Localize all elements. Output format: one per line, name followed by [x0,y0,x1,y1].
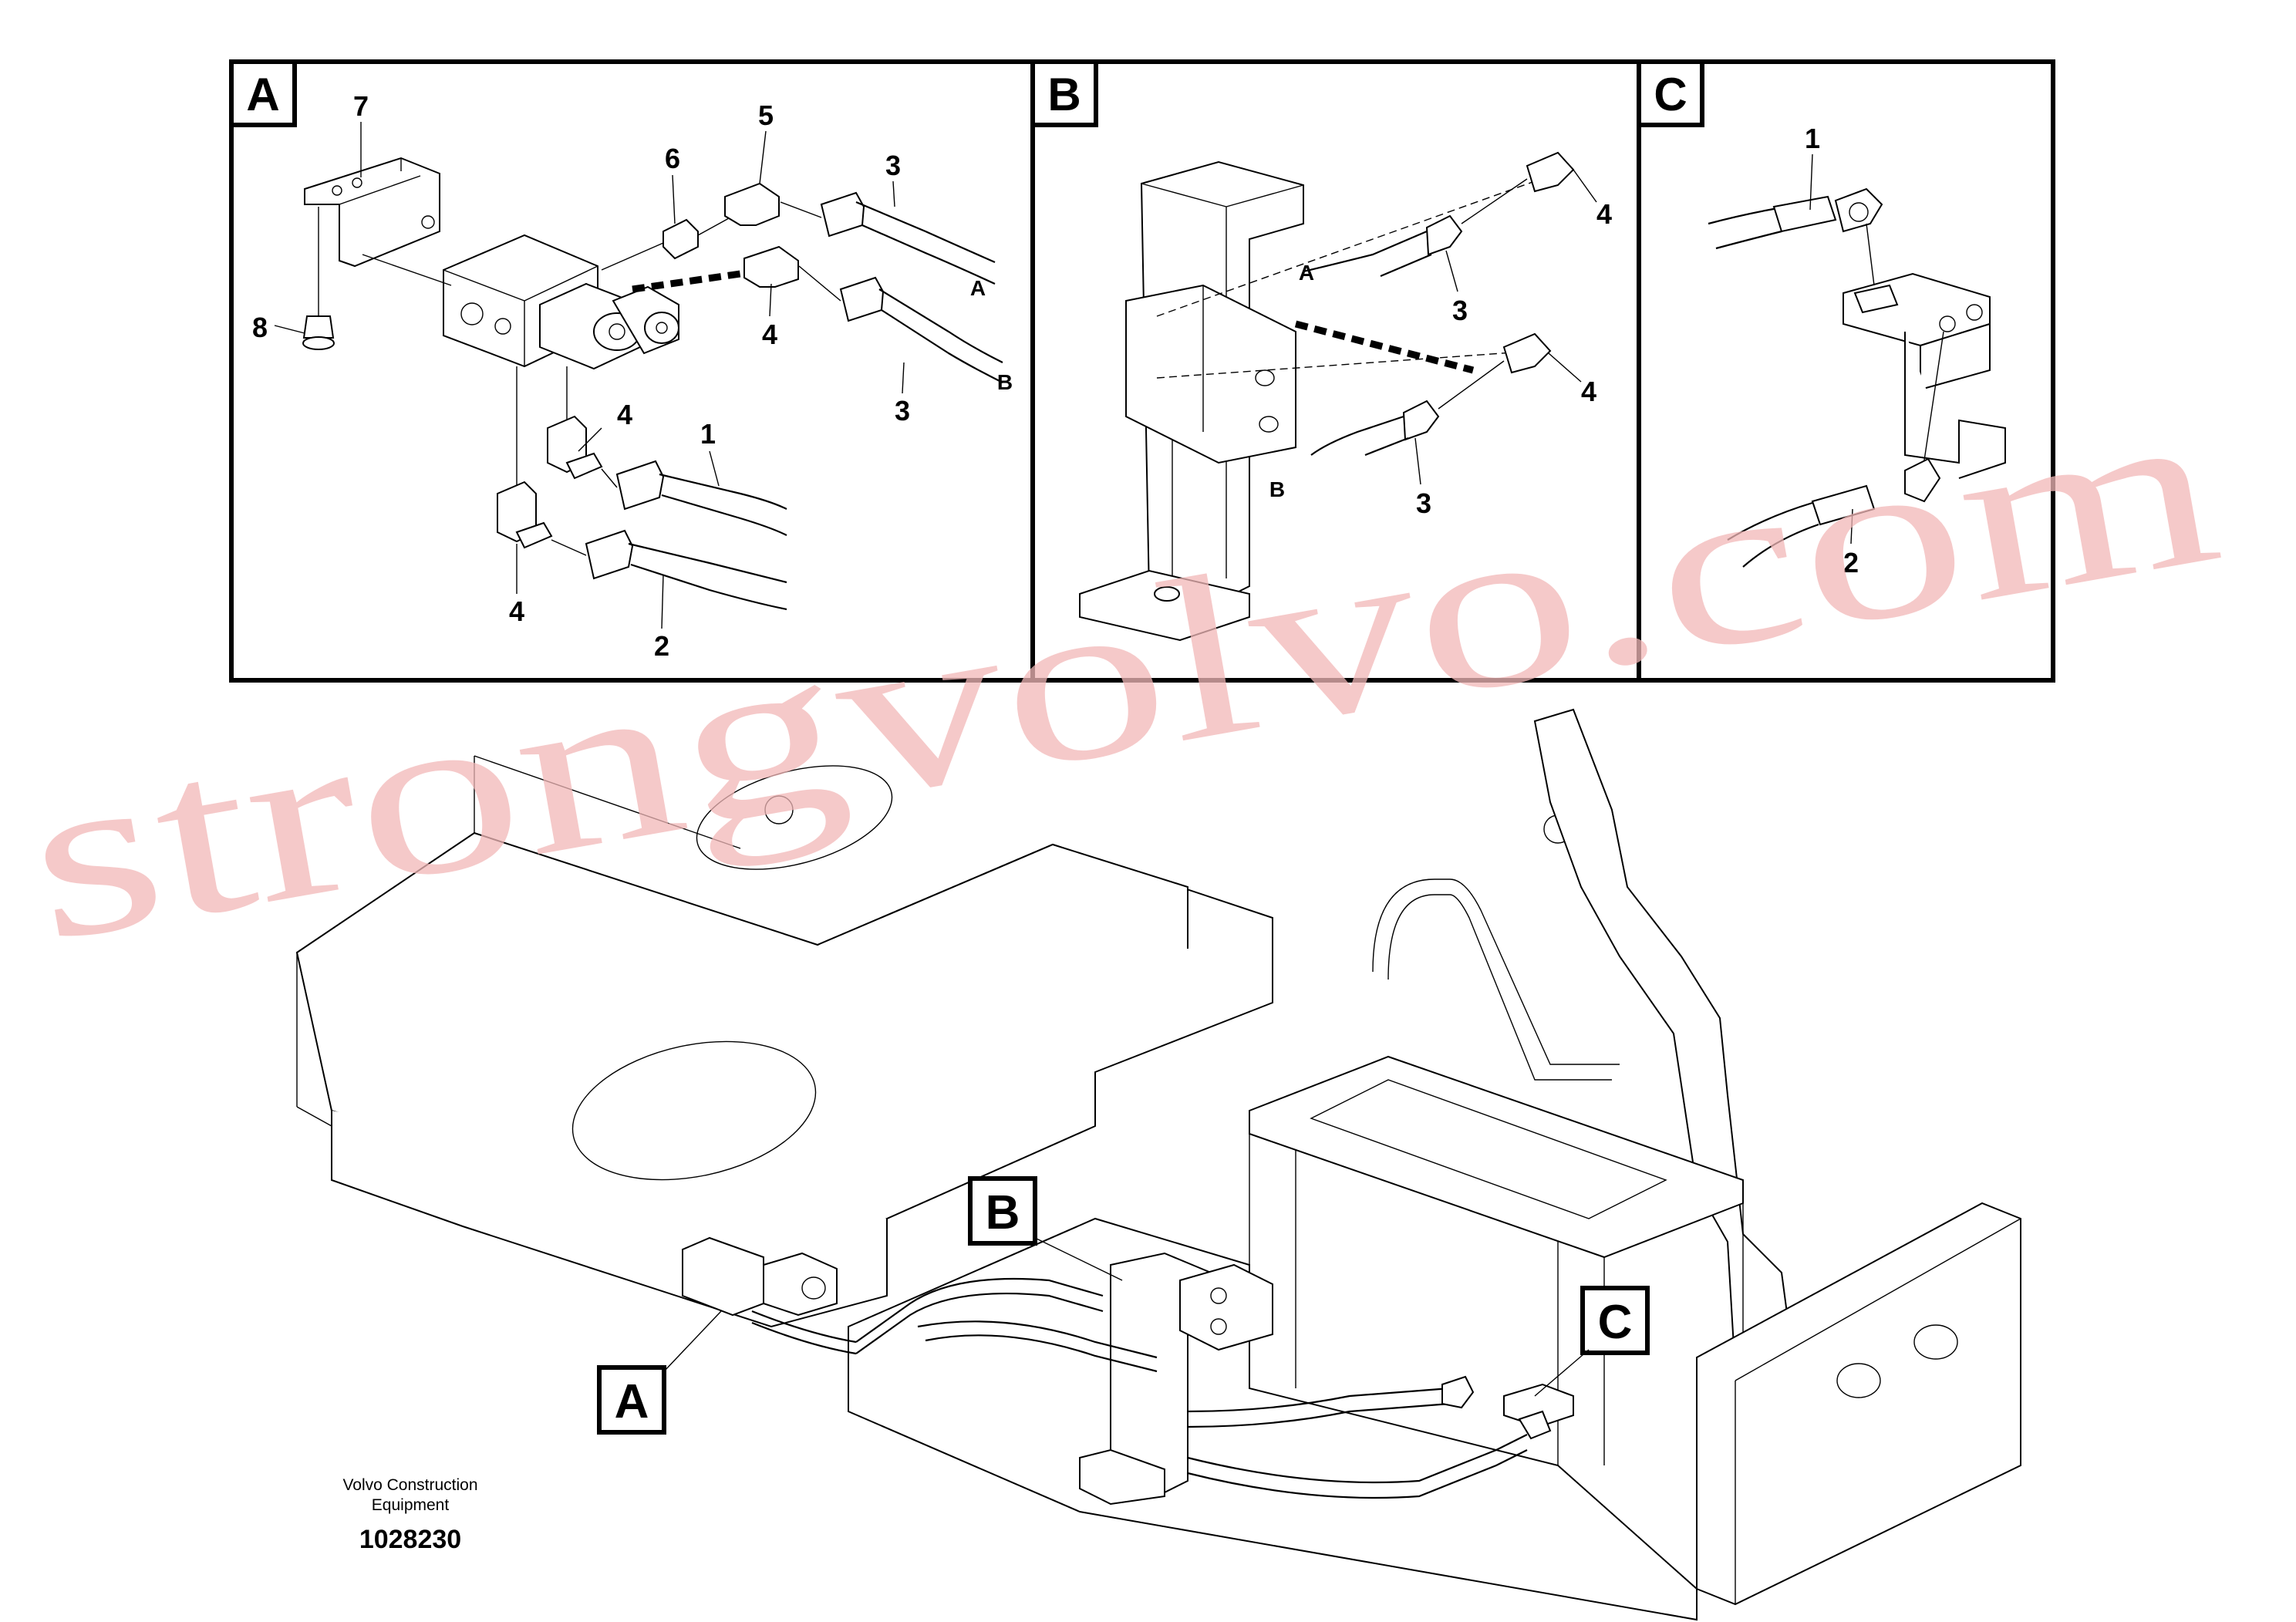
panel-a-label: A [229,59,297,127]
panel-c-drawing [1708,187,2006,568]
callout-2: 2 [1843,547,1859,578]
panel-a-leaders [274,122,905,629]
svg-text:A: A [615,1375,649,1428]
drawing-number: 1028230 [359,1525,461,1554]
detail-callout-b: B [968,1176,1123,1281]
callout-2: 2 [654,630,669,662]
panel-c-labels: 1 2 [1805,123,1859,578]
port-b-label: B [1269,477,1285,501]
callout-4-middle: 4 [762,319,777,350]
panel-a-callouts: 7 8 6 5 3 4 4 1 4 2 3 A B [252,90,1013,662]
callout-3-top: 3 [885,150,901,181]
maker-line-1: Volvo Construction [342,1476,477,1494]
callout-5: 5 [758,99,774,131]
panel-b-drawing [1079,151,1575,642]
callout-4-top: 4 [1596,198,1612,230]
panel-b-labels: 4 3 4 3 A B [1269,169,1612,519]
port-a-label: A [1299,261,1314,285]
svg-text:C: C [1654,69,1687,120]
callout-7: 7 [353,90,369,122]
callout-4-lower: 4 [509,595,524,627]
svg-text:C: C [1598,1296,1633,1349]
svg-text:A: A [246,69,279,120]
callout-3-top: 3 [1452,295,1468,326]
chassis-drawing [295,708,2021,1621]
maker-line-2: Equipment [372,1496,450,1514]
panel-c-label: C [1637,59,1704,127]
callout-3-bottom: 3 [1416,487,1431,519]
detail-callout-a: A [597,1310,722,1435]
detail-callout-c: C [1534,1286,1650,1397]
port-a-label: A [970,276,986,300]
callout-4-upper: 4 [617,399,632,430]
callout-1: 1 [700,418,716,450]
panel-a-drawing [302,157,1003,611]
callout-4-bottom: 4 [1581,376,1596,407]
callout-1: 1 [1805,123,1820,154]
port-b-label: B [997,370,1013,394]
footer: Volvo Construction Equipment 1028230 [342,1476,477,1554]
svg-text:B: B [986,1186,1020,1239]
callout-8: 8 [252,312,268,343]
callout-3-bottom: 3 [895,395,910,427]
panel-b-label: B [1030,59,1098,127]
callout-6: 6 [665,143,680,174]
detail-panels [229,59,2055,683]
svg-text:B: B [1047,69,1081,120]
